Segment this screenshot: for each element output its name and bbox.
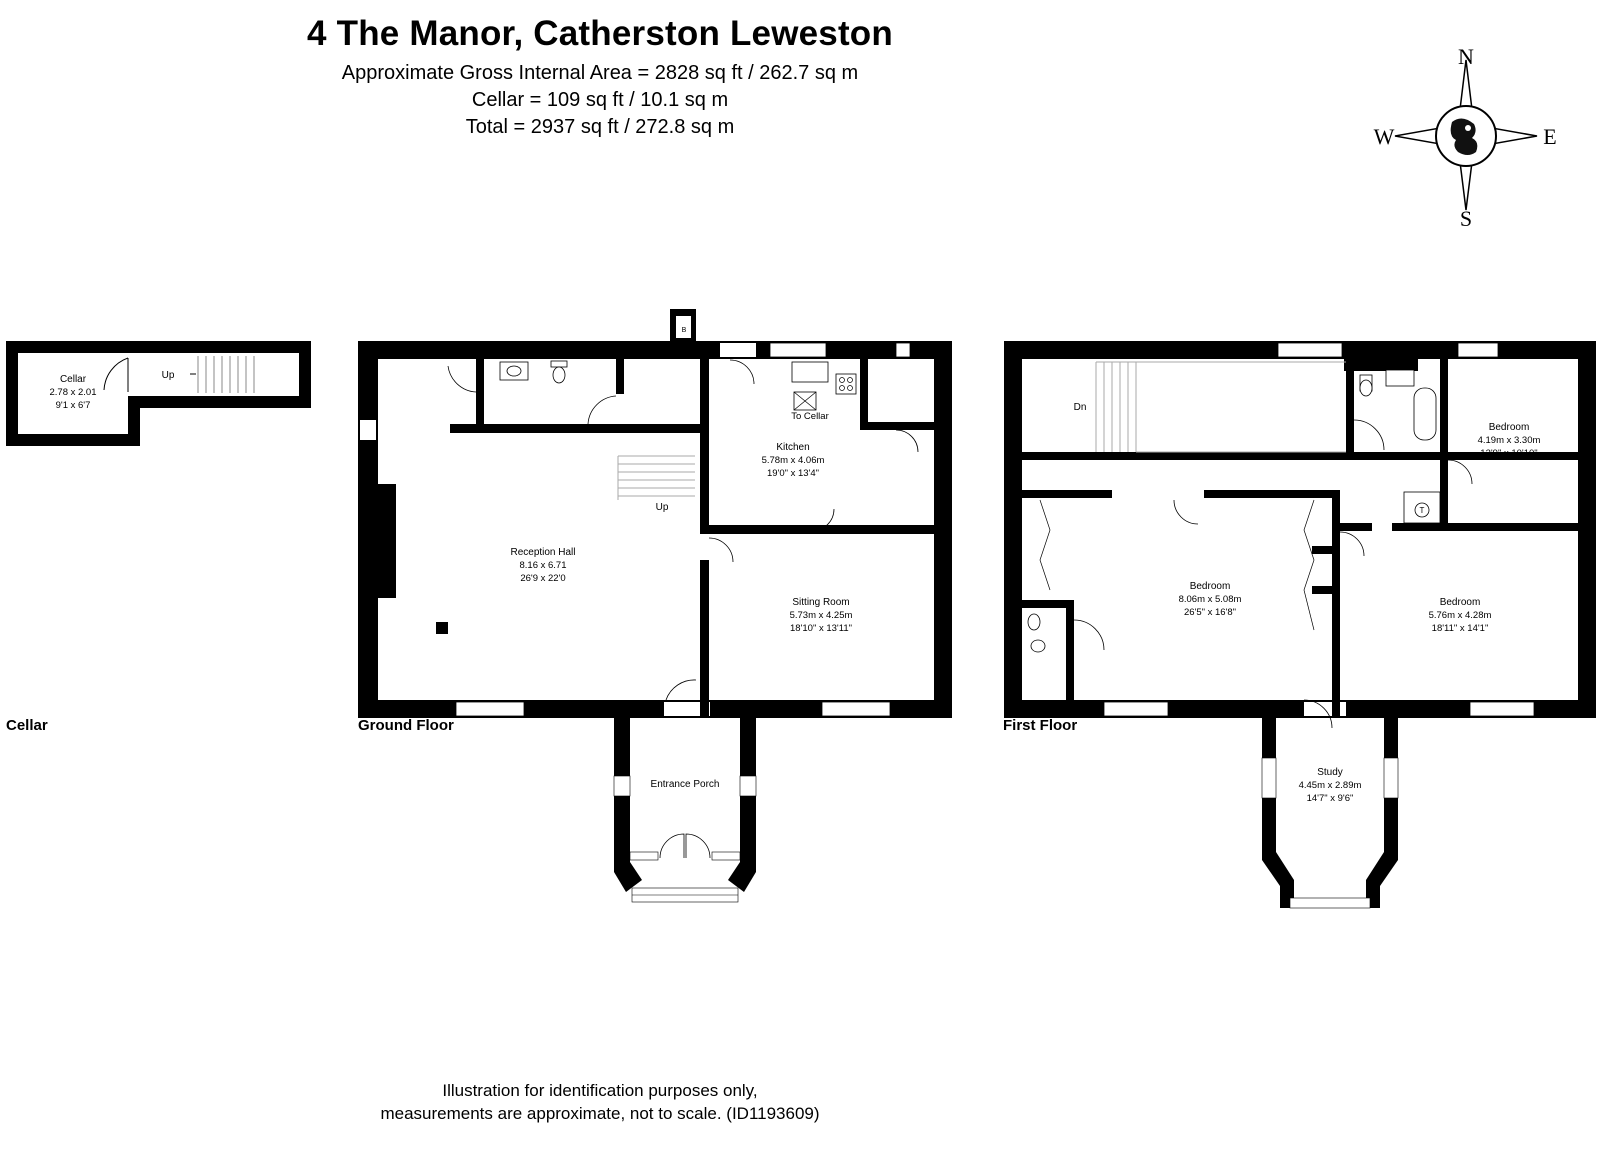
compass-west: W — [1374, 124, 1395, 149]
disclaimer-line-2: measurements are approximate, not to sca… — [380, 1104, 820, 1123]
bedroom-right-metric: 5.76m x 4.28m — [1429, 610, 1492, 621]
study-metric: 4.45m x 2.89m — [1299, 780, 1362, 791]
cellar-area-line: Cellar = 109 sq ft / 10.1 sq m — [471, 89, 729, 111]
reception-hall-metric: 8.16 x 6.71 — [519, 560, 566, 571]
reception-hall-imperial: 26'9 x 22'0 — [520, 573, 565, 584]
bedroom-right-name: Bedroom — [1440, 597, 1481, 608]
entrance-porch-name: Entrance Porch — [651, 779, 720, 790]
sitting-room-name: Sitting Room — [792, 597, 849, 608]
floor-label-cellar: Cellar — [6, 717, 48, 734]
disclaimer-line-1: Illustration for identification purposes… — [442, 1081, 758, 1100]
first-floor-plan: Dn T Bedroom 8.06m x 5.08m 26'5" — [1004, 341, 1596, 909]
page-title: 4 The Manor, Catherston Leweston — [307, 14, 893, 53]
cellar-room-name: Cellar — [60, 374, 87, 385]
compass-north: N — [1458, 44, 1474, 69]
gross-area-line: Approximate Gross Internal Area = 2828 s… — [341, 62, 859, 84]
compass-east: E — [1543, 124, 1556, 149]
kitchen-name: Kitchen — [776, 442, 809, 453]
total-area-line: Total = 2937 sq ft / 272.8 sq m — [465, 116, 735, 138]
study-name: Study — [1317, 767, 1343, 778]
ground-up-label: Up — [656, 502, 669, 513]
compass-south: S — [1460, 206, 1472, 231]
cellar-room-imperial: 9'1 x 6'7 — [56, 400, 91, 411]
bedroom-top-right-imperial: 13'9" x 10'10" — [1480, 448, 1537, 459]
kitchen-metric: 5.78m x 4.06m — [762, 455, 825, 466]
cellar-room-metric: 2.78 x 2.01 — [49, 387, 96, 398]
reception-hall-name: Reception Hall — [510, 547, 575, 558]
sitting-room-imperial: 18'10" x 13'11" — [790, 623, 852, 634]
to-cellar-label: To Cellar — [791, 411, 829, 422]
bedroom-large-metric: 8.06m x 5.08m — [1179, 594, 1242, 605]
compass-rose: N S W E — [1374, 44, 1557, 231]
study-imperial: 14'7" x 9'6" — [1307, 793, 1354, 804]
compass-logo-icon — [1450, 118, 1478, 155]
bedroom-top-right-name: Bedroom — [1489, 422, 1530, 433]
cellar-up-label: Up — [162, 370, 175, 381]
kitchen-imperial: 19'0" x 13'4" — [767, 468, 819, 479]
cellar-plan: Up Cellar 2.78 x 2.01 9'1 x 6'7 — [6, 341, 311, 446]
bedroom-large-name: Bedroom — [1190, 581, 1231, 592]
bedroom-right-imperial: 18'11" x 14'1" — [1432, 623, 1489, 634]
bedroom-large-imperial: 26'5" x 16'8" — [1184, 607, 1236, 618]
tank-label: T — [1420, 506, 1425, 515]
boiler-label: B — [682, 327, 687, 334]
first-dn-label: Dn — [1074, 402, 1087, 413]
sitting-room-metric: 5.73m x 4.25m — [790, 610, 853, 621]
bedroom-top-right-metric: 4.19m x 3.30m — [1478, 435, 1541, 446]
floor-label-ground: Ground Floor — [358, 717, 454, 734]
ground-floor-plan: B Up — [358, 309, 952, 903]
floor-label-first: First Floor — [1003, 717, 1078, 734]
